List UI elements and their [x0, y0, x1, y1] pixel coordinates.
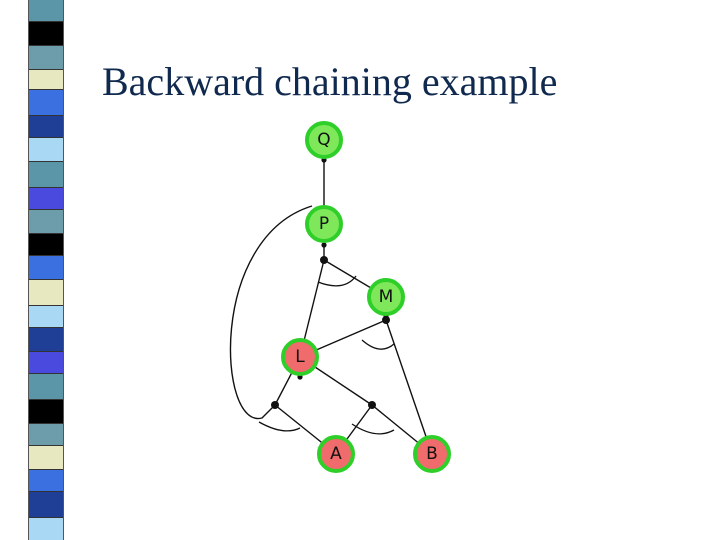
stripe-segment: [29, 424, 63, 446]
node-q: Q: [305, 121, 343, 159]
node-p: P: [305, 205, 343, 243]
stripe-segment: [29, 0, 63, 22]
stripe-segment: [29, 162, 63, 188]
stripe-segment: [29, 328, 63, 352]
stripe-segment: [29, 234, 63, 256]
diagram-nodes: Q P M L A B: [281, 121, 451, 473]
stripe-segment: [29, 400, 63, 424]
node-circle: [413, 435, 451, 473]
conjunction-arc: [317, 275, 357, 287]
node-l: L: [281, 338, 319, 376]
node-circle: [281, 338, 319, 376]
conjunction-arc: [361, 339, 395, 350]
node-label: L: [295, 347, 305, 367]
edge-b-to-junction: [385, 319, 433, 455]
rule-junction-dot: [320, 256, 328, 264]
stripe-segment: [29, 446, 63, 470]
rule-junction-dot: [271, 401, 279, 409]
conjunction-arc: [351, 423, 395, 435]
node-circle: [305, 121, 343, 159]
node-m: M: [367, 278, 405, 316]
stripe-segment: [29, 138, 63, 162]
node-label: Q: [317, 130, 330, 150]
slide-title: Backward chaining example: [102, 59, 558, 104]
stripe-segment: [29, 116, 63, 138]
node-b: B: [413, 435, 451, 473]
stripe-segment: [29, 210, 63, 234]
stripe-segment: [29, 70, 63, 90]
conjunction-arc: [258, 421, 301, 432]
rule-junction-dot: [368, 401, 376, 409]
stripe-segment: [29, 492, 63, 518]
node-circle: [317, 435, 355, 473]
stripe-segment: [29, 470, 63, 492]
stripe-segment: [29, 280, 63, 306]
node-circle: [367, 278, 405, 316]
edge-endpoint-dot: [321, 242, 327, 248]
node-label: M: [379, 287, 394, 307]
stripe-segment: [29, 188, 63, 210]
rule-junction-dot: [382, 316, 390, 324]
stripe-segment: [29, 352, 63, 374]
stripe-segment: [29, 256, 63, 280]
stripe-segment: [29, 90, 63, 116]
node-label: B: [426, 444, 438, 464]
node-label: P: [319, 214, 329, 234]
stripe-segment: [29, 46, 63, 70]
node-a: A: [317, 435, 355, 473]
stripe-segment: [29, 374, 63, 400]
stripe-segment: [29, 518, 63, 540]
stripe-segment: [29, 306, 63, 328]
node-circle: [305, 205, 343, 243]
stripe-segment: [29, 22, 63, 46]
edge-p-to-junction-curve: [229, 205, 313, 419]
node-label: A: [330, 444, 342, 464]
decorative-stripe: [28, 0, 64, 540]
rule-junctions: [271, 157, 390, 409]
conjunction-arcs: [258, 275, 395, 435]
